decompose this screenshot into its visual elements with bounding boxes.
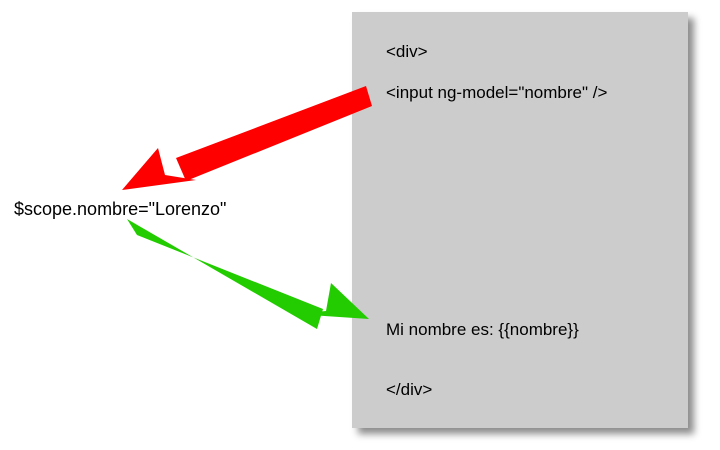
red-arrow xyxy=(122,86,372,190)
code-line-input: <input ng-model="nombre" /> xyxy=(386,83,608,102)
red-arrow-head xyxy=(122,148,196,190)
code-line-div-open: <div> xyxy=(386,42,428,61)
code-line-expression: Mi nombre es: {{nombre}} xyxy=(386,320,579,339)
red-arrow-shaft xyxy=(176,86,372,181)
scope-assignment-label: $scope.nombre="Lorenzo" xyxy=(14,199,227,219)
code-panel: <div> <input ng-model="nombre" /> Mi nom… xyxy=(352,12,688,428)
green-arrow-shaft xyxy=(127,219,323,329)
code-line-div-close: </div> xyxy=(386,380,433,399)
green-arrow xyxy=(127,219,369,329)
